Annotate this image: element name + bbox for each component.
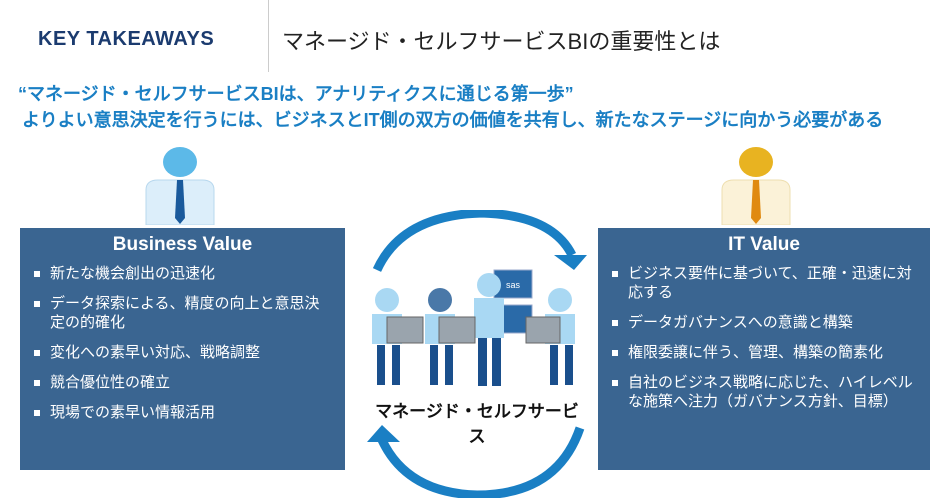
business-value-title: Business Value	[112, 234, 253, 255]
sas-logo: sas	[506, 280, 521, 290]
managed-self-service-illustration: sas	[367, 210, 587, 498]
business-value-panel: Business Value 新たな機会創出の迅速化 データ探索による、精度の向…	[20, 228, 345, 470]
it-value-panel: IT Value ビジネス要件に基づいて、正確・迅速に対応する データガバナンス…	[598, 228, 930, 470]
header-divider	[268, 0, 269, 72]
it-value-item: データガバナンスへの意識と構築	[610, 313, 918, 332]
business-value-item: 変化への素早い対応、戦略調整	[32, 343, 333, 362]
it-person-icon	[721, 147, 791, 225]
business-value-item: 新たな機会創出の迅速化	[32, 264, 333, 283]
lead-statement: よりよい意思決定を行うには、ビジネスとIT側の双方の価値を共有し、新たなステージ…	[22, 110, 884, 130]
cycle-arrow-bottom-icon	[377, 426, 585, 498]
business-person-icon	[145, 147, 215, 225]
it-value-item: 権限委譲に伴う、管理、構築の簡素化	[610, 343, 918, 362]
business-value-item: 競合優位性の確立	[32, 373, 333, 392]
business-value-item: 現場での素早い情報活用	[32, 403, 333, 422]
business-value-item: データ探索による、精度の向上と意思決定の的確化	[32, 294, 333, 332]
lead-quote: “マネージド・セルフサービスBIは、アナリティクスに通じる第一歩”	[18, 84, 574, 104]
arrow-head-icon	[367, 425, 400, 442]
it-value-item: ビジネス要件に基づいて、正確・迅速に対応する	[610, 264, 918, 302]
it-value-item: 自社のビジネス戦略に応じた、ハイレベルな施策へ注力（ガバナンス方針、目標）	[610, 373, 918, 411]
cycle-arrow-top-icon	[372, 210, 577, 272]
it-value-title: IT Value	[728, 234, 800, 255]
key-takeaways-label: KEY TAKEAWAYS	[38, 28, 215, 50]
managed-self-service-label: マネージド・セルフサービス	[375, 402, 579, 446]
page-title: マネージド・セルフサービスBIの重要性とは	[282, 29, 721, 54]
arrow-head-icon	[554, 255, 587, 270]
